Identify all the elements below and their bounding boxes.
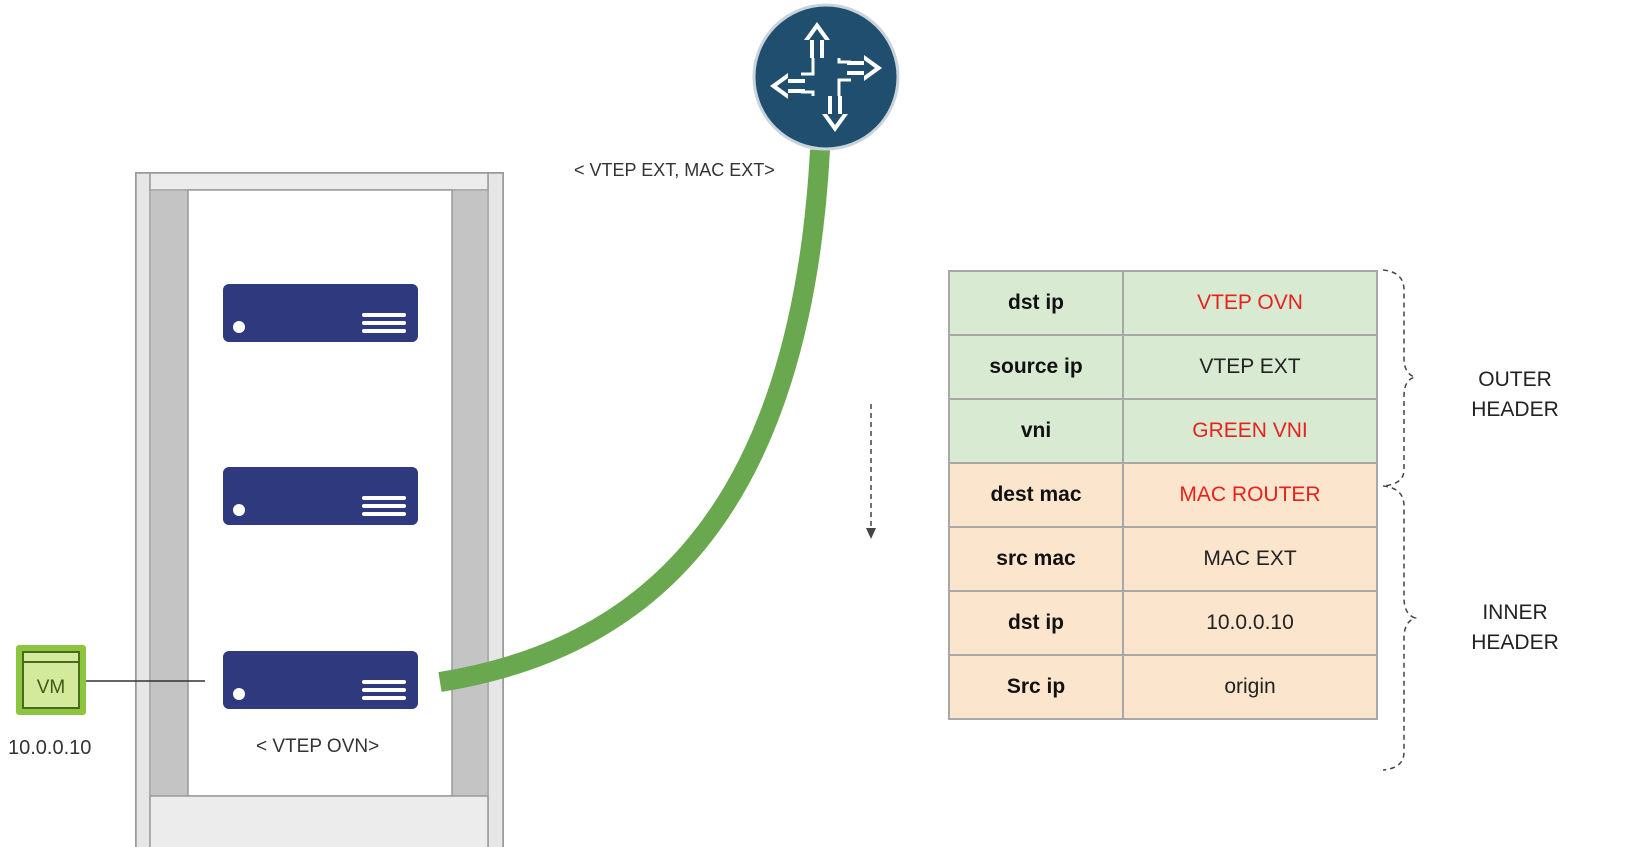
outer-header-brace xyxy=(1382,269,1418,487)
direction-arrow xyxy=(866,404,876,539)
field-value-cell: origin xyxy=(1122,654,1378,720)
field-value-cell: GREEN VNI xyxy=(1122,398,1378,464)
field-name-cell: vni xyxy=(948,398,1124,464)
inner-header-label: INNER HEADER xyxy=(1460,598,1570,658)
field-name-cell: dst ip xyxy=(948,270,1124,336)
server-icon xyxy=(223,651,418,709)
outer-header-label: OUTER HEADER xyxy=(1460,365,1570,425)
router-icon xyxy=(752,3,900,151)
router-label: < VTEP EXT, MAC EXT> xyxy=(574,160,775,180)
vm-ip-label: 10.0.0.10 xyxy=(8,737,92,759)
field-value-cell: VTEP OVN xyxy=(1122,270,1378,336)
server-icon xyxy=(223,467,418,525)
server-label: < VTEP OVN> xyxy=(256,736,380,757)
outer-header-line1: OUTER xyxy=(1478,368,1552,391)
field-name-cell: Src ip xyxy=(948,654,1124,720)
field-value-cell: VTEP EXT xyxy=(1122,334,1378,400)
outer-header-line2: HEADER xyxy=(1471,398,1559,421)
server-icon xyxy=(223,284,418,342)
inner-header-brace xyxy=(1382,485,1418,771)
inner-header-line2: HEADER xyxy=(1471,631,1559,654)
vm-icon-text: VM xyxy=(37,677,66,698)
field-value-cell: 10.0.0.10 xyxy=(1122,590,1378,656)
field-name-cell: source ip xyxy=(948,334,1124,400)
field-name-cell: dst ip xyxy=(948,590,1124,656)
field-value-cell: MAC ROUTER xyxy=(1122,462,1378,528)
inner-header-line1: INNER xyxy=(1482,601,1548,624)
vxlan-tunnel xyxy=(438,149,830,692)
field-name-cell: dest mac xyxy=(948,462,1124,528)
vm-icon: VM xyxy=(16,645,86,715)
field-name-cell: src mac xyxy=(948,526,1124,592)
field-value-cell: MAC EXT xyxy=(1122,526,1378,592)
